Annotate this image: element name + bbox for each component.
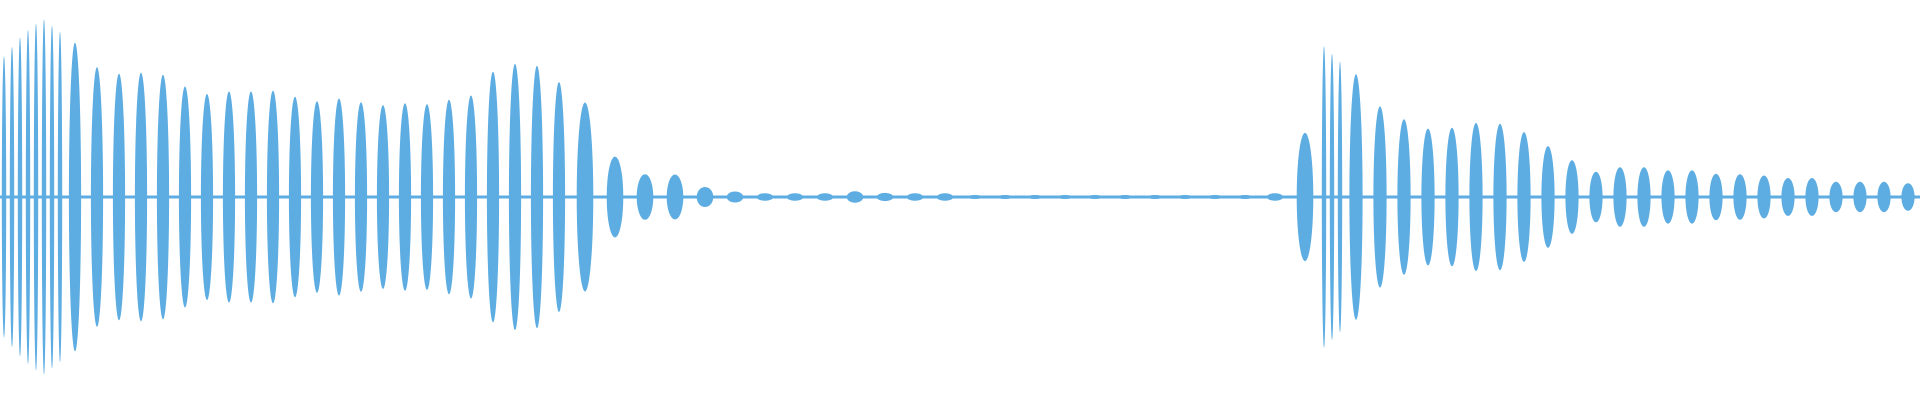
waveform-centerline-segment — [780, 195, 810, 199]
waveform-centerline-segment — [8, 195, 16, 199]
waveform-centerline-segment — [1200, 195, 1230, 199]
waveform-centerline-segment — [900, 195, 930, 199]
waveform-centerline-segment — [504, 195, 526, 199]
waveform-centerline-segment — [1704, 195, 1728, 199]
waveform-centerline-segment — [930, 195, 960, 199]
waveform-centerline-segment — [196, 195, 218, 199]
waveform-centerline-segment — [1560, 195, 1584, 199]
waveform-centerline-segment — [960, 195, 990, 199]
waveform-centerline-segment — [750, 195, 780, 199]
waveform-centerline-segment — [1170, 195, 1200, 199]
waveform-centerline-segment — [1290, 195, 1320, 199]
waveform-centerline-segment — [1368, 195, 1392, 199]
waveform-centerline-segment — [570, 195, 600, 199]
waveform-centerline-segment — [1110, 195, 1140, 199]
waveform-centerline-segment — [482, 195, 504, 199]
waveform-centerline-segment — [56, 195, 64, 199]
waveform-centerline-segment — [372, 195, 394, 199]
waveform-centerline-segment — [1656, 195, 1680, 199]
waveform-centerline-segment — [1464, 195, 1488, 199]
waveform-centerline-segment — [284, 195, 306, 199]
waveform-centerline-segment — [328, 195, 350, 199]
waveform-centerline-segment — [1440, 195, 1464, 199]
waveform-centerline-segment — [526, 195, 548, 199]
waveform-centerline-segment — [548, 195, 570, 199]
waveform-centerline-segment — [600, 195, 630, 199]
waveform-centerline-segment — [1080, 195, 1110, 199]
waveform-centerline-segment — [1050, 195, 1080, 199]
waveform-centerline-segment — [690, 195, 720, 199]
waveform-centerline-segment — [1872, 195, 1896, 199]
waveform-centerline-segment — [1230, 195, 1260, 199]
waveform-centerline-segment — [720, 195, 750, 199]
waveform-centerline-segment — [152, 195, 174, 199]
waveform-centerline-segment — [1260, 195, 1290, 199]
waveform-centerline-segment — [1632, 195, 1656, 199]
waveform-centerline-segment — [350, 195, 372, 199]
waveform-centerline-segment — [460, 195, 482, 199]
waveform-centerline-segment — [1584, 195, 1608, 199]
waveform-centerline-segment — [240, 195, 262, 199]
waveform-centerline-segment — [86, 195, 108, 199]
waveform-centerline-segment — [1752, 195, 1776, 199]
waveform-centerline-segment — [1824, 195, 1848, 199]
waveform-centerline-segment — [174, 195, 196, 199]
waveform-centerline-segment — [1416, 195, 1440, 199]
waveform-centerline-segment — [1776, 195, 1800, 199]
waveform-centerline-segment — [394, 195, 416, 199]
waveform-centerline-segment — [1896, 195, 1920, 199]
waveform-centerline-segment — [1848, 195, 1872, 199]
waveform-centerline-segment — [1488, 195, 1512, 199]
waveform-centerline-segment — [1536, 195, 1560, 199]
waveform-bars — [0, 19, 1920, 375]
waveform-centerline-segment — [306, 195, 328, 199]
waveform-centerline-segment — [416, 195, 438, 199]
waveform-centerline-segment — [990, 195, 1020, 199]
waveform-centerline-segment — [1728, 195, 1752, 199]
waveform-centerline-segment — [218, 195, 240, 199]
waveform-centerline-segment — [1800, 195, 1824, 199]
waveform-centerline-segment — [40, 195, 48, 199]
waveform-centerline-segment — [16, 195, 24, 199]
waveform-centerline-segment — [64, 195, 86, 199]
waveform-centerline-segment — [1512, 195, 1536, 199]
waveform-centerline-segment — [0, 195, 8, 199]
waveform-centerline-segment — [1140, 195, 1170, 199]
waveform-centerline-segment — [1392, 195, 1416, 199]
waveform-centerline-segment — [438, 195, 460, 199]
waveform-centerline-segment — [1680, 195, 1704, 199]
waveform-centerline-segment — [840, 195, 870, 199]
waveform-centerline-segment — [108, 195, 130, 199]
waveform-centerline-segment — [660, 195, 690, 199]
waveform-centerline-segment — [32, 195, 40, 199]
waveform-centerline-segment — [262, 195, 284, 199]
waveform-centerline-segment — [130, 195, 152, 199]
waveform-centerline-segment — [1336, 195, 1344, 199]
waveform-centerline-segment — [810, 195, 840, 199]
waveform-centerline-segment — [24, 195, 32, 199]
waveform-centerline-segment — [1328, 195, 1336, 199]
waveform-centerline-segment — [1020, 195, 1050, 199]
waveform-centerline-segment — [870, 195, 900, 199]
waveform-centerline-segment — [48, 195, 56, 199]
waveform-centerline-segment — [1344, 195, 1368, 199]
waveform-centerline-segment — [1320, 195, 1328, 199]
waveform-centerline-segment — [1608, 195, 1632, 199]
waveform-centerline-segment — [630, 195, 660, 199]
